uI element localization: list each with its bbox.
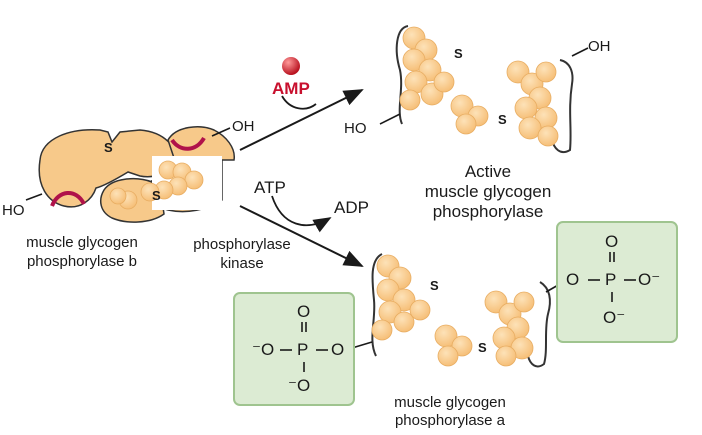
atp-label: ATP	[254, 178, 286, 197]
phosphorylase-a-name-line1: muscle glycogen	[394, 394, 506, 411]
phosphorylase-b-name-line1: muscle glycogen	[26, 234, 138, 251]
bead-cluster-active	[399, 26, 559, 147]
phosphate-right-bottom-oxygen: O⁻	[603, 308, 626, 327]
phosphorylase-a-enzyme	[371, 253, 551, 368]
phosphate-left-phosphorus: P	[297, 340, 309, 359]
phosphate-right-phosphorus: P	[605, 270, 617, 289]
phosphate-right-top-oxygen: O	[605, 232, 619, 251]
phosphate-right-left-oxygen: O	[566, 270, 580, 289]
subunit-s-label: S	[152, 188, 161, 203]
adp-label: ADP	[334, 198, 369, 217]
hydroxyl-right-label: OH	[232, 118, 255, 135]
active-enzyme-name-line2: muscle glycogen	[424, 182, 552, 201]
phosphorylase-b-enzyme	[38, 126, 235, 223]
phosphorylase-b-name-line2: phosphorylase b	[26, 253, 138, 270]
bead-cluster-phospho	[371, 254, 535, 367]
active-enzyme	[395, 25, 574, 154]
bead-cluster-left	[109, 160, 204, 210]
regulatory-site-left	[50, 191, 86, 207]
phosphate-left-right-oxygen: O	[331, 340, 345, 359]
active-hydroxyl-right-label: OH	[588, 38, 611, 55]
subunit-s-label: S	[430, 278, 439, 293]
phosphate-left-top-oxygen: O	[297, 302, 311, 321]
atp-adp-curve-arrow	[271, 195, 332, 233]
regulatory-site-right	[170, 136, 206, 151]
subunit-s-label: S	[454, 46, 463, 61]
phosphate-left-left-oxygen: ⁻O	[252, 340, 275, 359]
phosphate-right-right-oxygen: O⁻	[638, 270, 661, 289]
phosphate-left-bottom-oxygen: ⁻O	[288, 376, 311, 395]
active-enzyme-name-line3: phosphorylase	[432, 202, 544, 221]
kinase-name-line1: phosphorylase	[193, 236, 291, 253]
active-enzyme-name-line1: Active	[464, 162, 512, 181]
subunit-s-label: S	[478, 340, 487, 355]
kinase-name-line2: kinase	[220, 255, 264, 272]
phosphate-left-bond	[351, 341, 373, 349]
active-hydroxyl-left-label: HO	[344, 120, 367, 137]
hydroxyl-left-label: HO	[2, 202, 25, 219]
subunit-s-label: S	[104, 140, 113, 155]
amp-label: AMP	[272, 79, 310, 98]
subunit-s-label: S	[498, 112, 507, 127]
amp-curve-arrow	[281, 95, 317, 110]
arrow-to-phosphorylase-a	[239, 205, 364, 267]
phosphate-box-right	[556, 221, 678, 343]
phosphate-box-left	[233, 292, 355, 406]
arrow-to-active	[239, 89, 364, 151]
amp-molecule-icon	[282, 57, 300, 75]
phosphorylase-a-name-line2: phosphorylase a	[394, 412, 506, 429]
subunit-top	[38, 129, 177, 208]
